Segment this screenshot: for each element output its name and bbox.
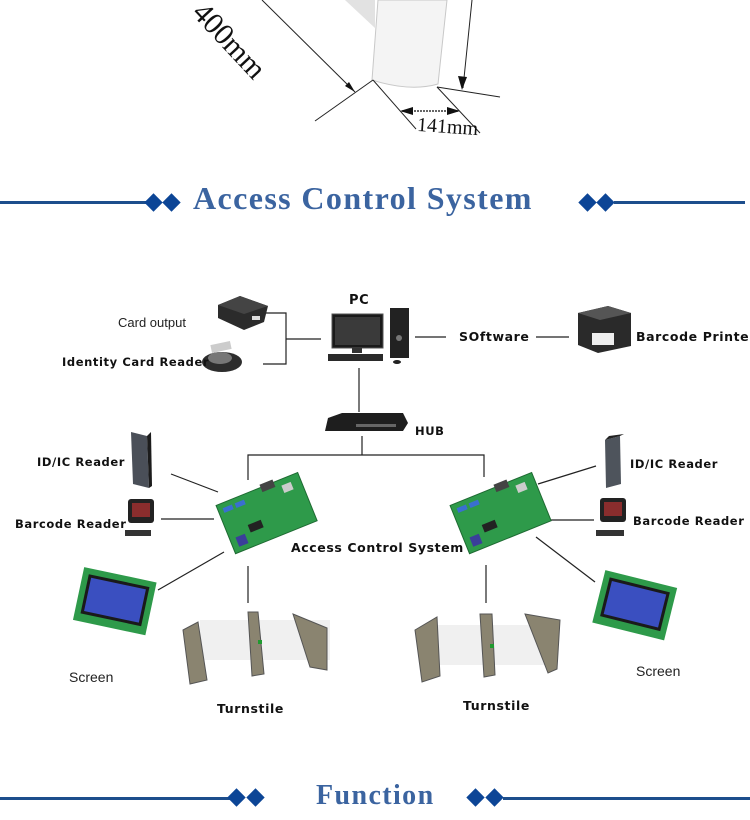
wire-right-screen [535, 536, 596, 583]
label-software: SOftware [459, 329, 530, 344]
barcode-printer-icon [578, 306, 631, 353]
extension-line [314, 79, 374, 122]
lcd-screen-icon-left [72, 567, 157, 636]
dim-line-height [462, 0, 473, 89]
barcode-reader-icon-right [596, 498, 626, 536]
diamond-icon [485, 788, 504, 807]
wire-left-idreader [170, 473, 219, 493]
divider-line-left [0, 201, 146, 204]
label-id-ic-reader-right: ID/IC Reader [630, 457, 719, 471]
connection-lines [72, 296, 678, 685]
divider-line-right [614, 201, 745, 204]
dim-arrow [447, 107, 460, 115]
diamond-icon [466, 788, 485, 807]
system-diagram: PC Card output Identity Card Reader SOft… [15, 293, 750, 716]
label-access-control-system: Access Control System [291, 540, 464, 555]
wire-hub-branches [247, 454, 485, 480]
post-body [371, 0, 448, 88]
barcode-reader-icon-left [125, 499, 154, 536]
dim-arrow [458, 76, 467, 90]
wire-left-screen [157, 551, 225, 591]
label-hub: HUB [415, 424, 445, 438]
diamond-icon [227, 788, 246, 807]
lcd-screen-icon-right [592, 570, 678, 641]
label-barcode-reader-right: Barcode Reader [633, 514, 745, 528]
label-turnstile-left: Turnstile [217, 701, 284, 716]
panel-shadow [345, 0, 375, 28]
label-barcode-printer: Barcode Printer [636, 329, 750, 344]
dim-arrow [345, 82, 355, 92]
label-pc: PC [349, 293, 370, 308]
section-header-function: Function [0, 780, 750, 820]
extension-line [372, 79, 417, 130]
identity-card-reader-icon [202, 341, 242, 372]
label-screen-right: Screen [636, 663, 681, 679]
dim-line-400 [261, 0, 356, 93]
divider-line-left [0, 797, 232, 800]
turnstile-icon-left [182, 611, 330, 685]
extension-line [436, 86, 481, 134]
label-turnstile-right: Turnstile [463, 698, 530, 713]
controller-board-icon-right [449, 471, 552, 555]
dim-arrow [400, 107, 413, 115]
card-output-device-icon [218, 296, 268, 330]
label-barcode-reader-left: Barcode Reader [15, 517, 127, 531]
extension-line [436, 86, 501, 98]
id-ic-reader-icon-right [605, 434, 624, 488]
hub-icon [325, 413, 408, 431]
section-title: Access Control System [193, 180, 533, 216]
label-screen-left: Screen [69, 669, 114, 685]
label-identity-card-reader: Identity Card Reader [62, 355, 210, 369]
id-ic-reader-icon-left [131, 432, 152, 488]
divider-line-right [503, 797, 750, 800]
section-header-access-control: Access Control System [0, 180, 750, 225]
pc-icon [328, 308, 409, 364]
turnstile-icon-right [414, 613, 561, 683]
turnstile-post-sketch [261, 0, 501, 134]
dimension-drawing: 400mm 141mm [0, 0, 750, 150]
wire-right-idreader [537, 465, 597, 485]
label-card-output: Card output [118, 315, 186, 330]
label-id-ic-reader-left: ID/IC Reader [37, 455, 126, 469]
wire-card-devices [263, 312, 287, 365]
section-title: Function [316, 780, 435, 811]
diamond-icon [246, 788, 265, 807]
controller-board-icon-left [215, 471, 318, 555]
